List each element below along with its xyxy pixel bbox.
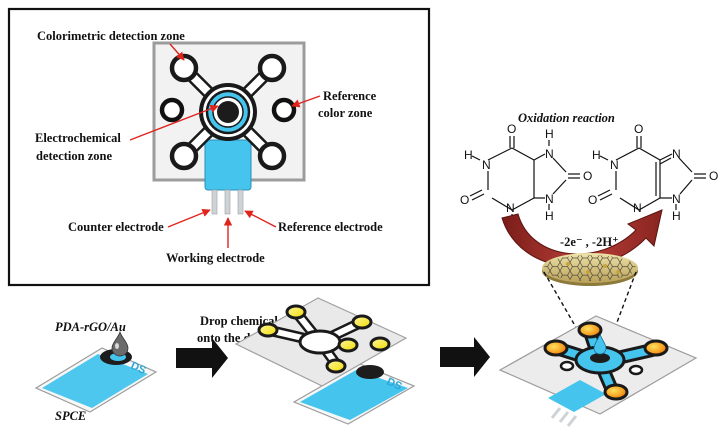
label-electrochemical-2: detection zone [36, 149, 112, 163]
svg-text:N: N [482, 158, 491, 172]
device-schematic-panel: Colorimetric detection zone Reference co… [7, 7, 431, 287]
reference-color-ring-left [159, 97, 185, 123]
graphene-disk [542, 253, 638, 286]
electrochemical-zone [199, 83, 257, 141]
svg-text:H: H [545, 127, 554, 141]
svg-text:H: H [592, 148, 601, 162]
svg-text:N: N [610, 158, 619, 172]
working-electrode-lead [224, 189, 231, 215]
svg-text:O: O [583, 169, 592, 183]
svg-text:O: O [709, 169, 718, 183]
process-arrow-2 [440, 337, 490, 377]
svg-text:N: N [672, 192, 681, 206]
label-pda-rgo-au: PDA-rGO/Au [55, 320, 126, 334]
reference-color-ring-right [271, 97, 297, 123]
label-reference-color-2: color zone [318, 106, 373, 120]
label-electrochemical-1: Electrochemical [35, 131, 121, 145]
counter-electrode-lead [211, 189, 218, 215]
svg-text:H: H [672, 209, 681, 223]
svg-text:N: N [506, 201, 515, 215]
svg-text:O: O [634, 122, 643, 136]
svg-text:N: N [672, 147, 681, 161]
label-counter-electrode: Counter electrode [68, 220, 164, 234]
droplet-icon-2 [593, 332, 607, 355]
droplet-icon [111, 330, 129, 357]
label-reference-electrode: Reference electrode [278, 220, 383, 234]
svg-text:DS: DS [129, 360, 148, 377]
svg-text:DS: DS [385, 376, 404, 393]
reaction-arrow [501, 209, 663, 268]
svg-text:O: O [507, 122, 516, 136]
electrode-strip [204, 139, 252, 191]
uric-acid-molecule [469, 136, 580, 222]
svg-text:N: N [545, 147, 554, 161]
label-oxidation-reaction: Oxidation reaction [518, 111, 615, 125]
reference-electrode-lead [237, 189, 244, 215]
label-working-electrode: Working electrode [166, 251, 265, 265]
label-reference-color-1: Reference [323, 89, 377, 103]
spce-strip: DS [34, 330, 158, 413]
svg-text:N: N [545, 192, 554, 206]
assembled-device [498, 315, 698, 427]
svg-text:H: H [464, 148, 473, 162]
svg-text:H: H [545, 209, 554, 223]
svg-text:N: N [633, 201, 642, 215]
svg-text:O: O [588, 193, 597, 207]
colorimetric-pads [169, 53, 287, 171]
label-spce: SPCE [55, 409, 86, 423]
label-electron-transfer: -2e⁻ , -2H⁺ [560, 235, 619, 249]
exploded-device: DS [234, 297, 416, 425]
dehydrourate-molecule [597, 136, 706, 211]
dehydrourate-atoms: O H N O N N O N H [588, 122, 718, 223]
process-arrow-1 [176, 338, 228, 378]
svg-text:O: O [460, 193, 469, 207]
label-colorimetric-zone: Colorimetric detection zone [37, 29, 185, 43]
